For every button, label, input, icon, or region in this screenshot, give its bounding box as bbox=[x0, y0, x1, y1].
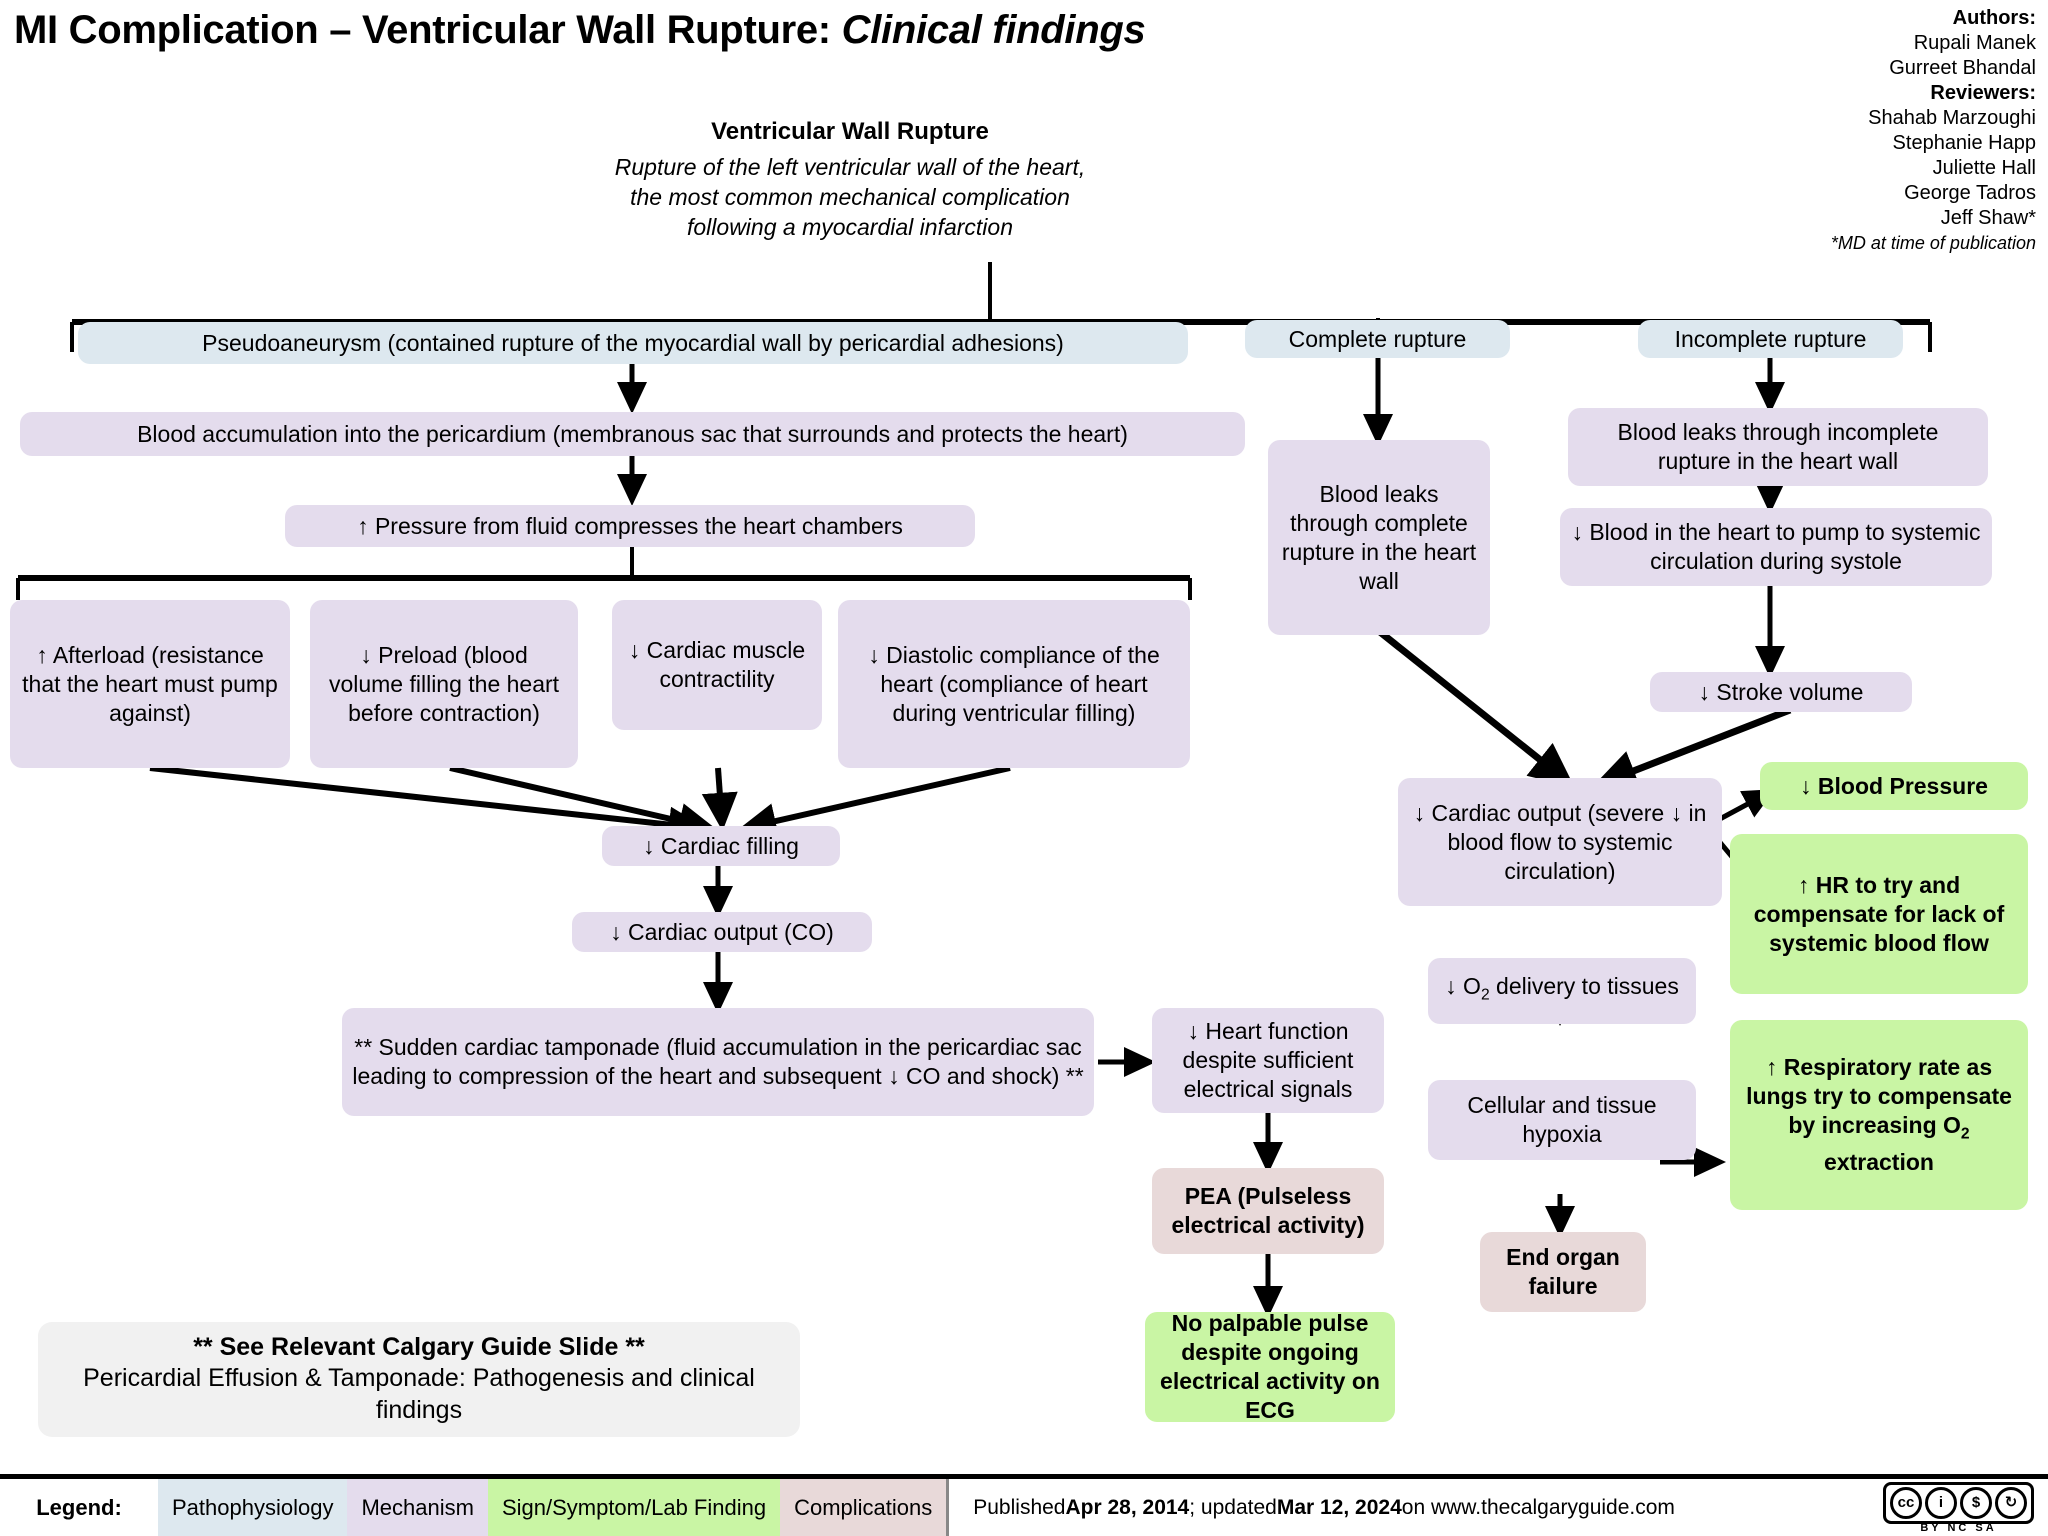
page-title-main: MI Complication – Ventricular Wall Ruptu… bbox=[14, 8, 842, 52]
node-complete-rupture[interactable]: Complete rupture bbox=[1245, 320, 1510, 358]
cc-nc-icon: $ bbox=[1960, 1486, 1992, 1519]
node-label: ↓ Cardiac output (CO) bbox=[610, 918, 834, 945]
node-blood-leaks-complete[interactable]: Blood leaks through complete rupture in … bbox=[1268, 440, 1490, 635]
reviewer-name: George Tadros bbox=[1904, 182, 2036, 204]
node-label: ↓ Diastolic compliance of the heart (com… bbox=[868, 641, 1160, 726]
node-label: End organ failure bbox=[1506, 1244, 1620, 1299]
node-label: Incomplete rupture bbox=[1674, 325, 1867, 352]
node-label: Pseudoaneurysm (contained rupture of the… bbox=[202, 329, 1064, 356]
node-label: ↓ Preload (blood volume filling the hear… bbox=[328, 641, 560, 726]
credits-block: Authors: Rupali Manek Gurreet Bhandal Re… bbox=[1831, 6, 2036, 256]
node-label: Blood accumulation into the pericardium … bbox=[137, 420, 1128, 447]
relevant-slide-body: Pericardial Effusion & Tamponade: Pathog… bbox=[83, 1364, 755, 1424]
reviewer-name: Shahab Marzoughi bbox=[1868, 107, 2036, 129]
authors-label: Authors: bbox=[1952, 7, 2036, 29]
relevant-slide-heading: ** See Relevant Calgary Guide Slide ** bbox=[193, 1333, 645, 1361]
node-end-organ-failure[interactable]: End organ failure bbox=[1480, 1232, 1646, 1312]
author-name: Rupali Manek bbox=[1913, 32, 2036, 54]
node-label: ↑ HR to try and compensate for lack of s… bbox=[1753, 871, 2005, 956]
node-label: ↓ Blood Pressure bbox=[1800, 772, 1988, 799]
node-cardiac-contractility[interactable]: ↓ Cardiac muscle contractility bbox=[612, 600, 822, 730]
node-respiratory-rate[interactable]: ↑ Respiratory rate as lungs try to compe… bbox=[1730, 1020, 2028, 1210]
root-node-description: Rupture of the left ventricular wall of … bbox=[614, 154, 1086, 240]
node-blood-pressure[interactable]: ↓ Blood Pressure bbox=[1760, 762, 2028, 810]
node-label: ↓ Stroke volume bbox=[1698, 678, 1864, 705]
node-blood-leaks-incomplete[interactable]: Blood leaks through incomplete rupture i… bbox=[1568, 408, 1988, 486]
credits-footnote: *MD at time of publication bbox=[1830, 233, 2036, 253]
node-cardiac-output-co[interactable]: ↓ Cardiac output (CO) bbox=[572, 912, 872, 952]
reviewer-name: Stephanie Happ bbox=[1892, 132, 2036, 154]
legend-item-pathophysiology[interactable]: Pathophysiology bbox=[158, 1479, 348, 1536]
node-sudden-cardiac-tamponade[interactable]: ** Sudden cardiac tamponade (fluid accum… bbox=[342, 1008, 1094, 1116]
node-o2-delivery[interactable]: ↓ O2 delivery to tissues bbox=[1428, 958, 1696, 1024]
node-stroke-volume[interactable]: ↓ Stroke volume bbox=[1650, 672, 1912, 712]
node-label: Cellular and tissue hypoxia bbox=[1467, 1092, 1657, 1147]
cc-sa-icon: ↻ bbox=[1995, 1486, 2027, 1519]
updated-date: Mar 12, 2024 bbox=[1276, 1495, 1402, 1519]
published-date: Apr 28, 2014 bbox=[1065, 1495, 1190, 1519]
node-cellular-tissue-hypoxia[interactable]: Cellular and tissue hypoxia bbox=[1428, 1080, 1696, 1160]
node-label: Blood leaks through incomplete rupture i… bbox=[1617, 419, 1939, 474]
node-label: ↓ Cardiac output (severe ↓ in blood flow… bbox=[1413, 799, 1707, 884]
subscript-2: 2 bbox=[1960, 1125, 1970, 1143]
node-label: ↑ Pressure from fluid compresses the hea… bbox=[357, 512, 903, 539]
node-label: ↑ Respiratory rate as lungs try to compe… bbox=[1740, 1053, 2018, 1178]
cc-by-icon: i bbox=[1925, 1486, 1957, 1519]
node-label: PEA (Pulseless electrical activity) bbox=[1171, 1183, 1365, 1238]
node-diastolic-compliance[interactable]: ↓ Diastolic compliance of the heart (com… bbox=[838, 600, 1190, 768]
node-label: ↓ O2 delivery to tissues bbox=[1445, 972, 1679, 1010]
node-label: Complete rupture bbox=[1288, 325, 1467, 352]
node-cardiac-filling[interactable]: ↓ Cardiac filling bbox=[602, 826, 840, 866]
reviewers-label: Reviewers: bbox=[1930, 82, 2036, 104]
legend-item-mechanism[interactable]: Mechanism bbox=[347, 1479, 488, 1536]
author-name: Gurreet Bhandal bbox=[1889, 57, 2036, 79]
node-pseudoaneurysm[interactable]: Pseudoaneurysm (contained rupture of the… bbox=[78, 322, 1188, 364]
node-label: ↓ Cardiac filling bbox=[643, 832, 799, 859]
node-label: ↓ Heart function despite sufficient elec… bbox=[1182, 1018, 1354, 1102]
creative-commons-badge[interactable]: cc i $ ↻ BY NC SA bbox=[1883, 1479, 2048, 1536]
published-prefix: Published bbox=[973, 1495, 1066, 1519]
node-label: ↑ Afterload (resistance that the heart m… bbox=[22, 641, 278, 726]
resp-rate-suffix: extraction bbox=[1824, 1149, 1934, 1176]
legend-item-sign-symptom[interactable]: Sign/Symptom/Lab Finding bbox=[487, 1479, 781, 1536]
reviewer-name: Jeff Shaw* bbox=[1940, 207, 2036, 229]
node-label: Blood leaks through complete rupture in … bbox=[1281, 480, 1477, 594]
node-preload[interactable]: ↓ Preload (blood volume filling the hear… bbox=[310, 600, 578, 768]
node-label: ** Sudden cardiac tamponade (fluid accum… bbox=[352, 1034, 1084, 1089]
publication-info: Published Apr 28, 2014; updated Mar 12, … bbox=[946, 1479, 1883, 1536]
node-label: ↓ Blood in the heart to pump to systemic… bbox=[1571, 519, 1981, 574]
node-pea[interactable]: PEA (Pulseless electrical activity) bbox=[1152, 1168, 1384, 1254]
subscript-2: 2 bbox=[1480, 986, 1490, 1004]
root-node-title: Ventricular Wall Rupture bbox=[711, 118, 989, 145]
node-blood-in-heart[interactable]: ↓ Blood in the heart to pump to systemic… bbox=[1560, 508, 1992, 586]
node-incomplete-rupture[interactable]: Incomplete rupture bbox=[1638, 320, 1903, 358]
node-pressure-from-fluid[interactable]: ↑ Pressure from fluid compresses the hea… bbox=[285, 505, 975, 547]
page-title-italic: Clinical findings bbox=[841, 8, 1146, 52]
node-cardiac-output-severe[interactable]: ↓ Cardiac output (severe ↓ in blood flow… bbox=[1398, 778, 1722, 906]
site-url: on www.thecalgaryguide.com bbox=[1401, 1495, 1675, 1519]
node-hr-compensate[interactable]: ↑ HR to try and compensate for lack of s… bbox=[1730, 834, 2028, 994]
cc-tag: BY NC SA bbox=[1920, 1521, 1997, 1534]
node-label: ↓ Cardiac muscle contractility bbox=[628, 637, 806, 692]
page-title: MI Complication – Ventricular Wall Ruptu… bbox=[14, 8, 1146, 53]
node-heart-function[interactable]: ↓ Heart function despite sufficient elec… bbox=[1152, 1008, 1384, 1113]
legend-label: Legend: bbox=[36, 1494, 122, 1520]
resp-rate-prefix: ↑ Respiratory rate as lungs try to compe… bbox=[1746, 1053, 2012, 1138]
o2-delivery-suffix: delivery to tissues bbox=[1489, 973, 1679, 1000]
node-label: No palpable pulse despite ongoing electr… bbox=[1160, 1310, 1380, 1423]
node-no-palpable-pulse[interactable]: No palpable pulse despite ongoing electr… bbox=[1145, 1310, 1395, 1423]
updated-prefix: ; updated bbox=[1189, 1495, 1277, 1519]
legend-item-complications[interactable]: Complications bbox=[780, 1479, 947, 1536]
reviewer-name: Juliette Hall bbox=[1932, 157, 2036, 179]
node-afterload[interactable]: ↑ Afterload (resistance that the heart m… bbox=[10, 600, 290, 768]
legend-bar: Legend: Pathophysiology Mechanism Sign/S… bbox=[0, 1474, 2048, 1536]
cc-icon: cc bbox=[1890, 1486, 1922, 1519]
o2-delivery-prefix: ↓ O bbox=[1445, 973, 1481, 1000]
relevant-slide-box[interactable]: ** See Relevant Calgary Guide Slide ** P… bbox=[38, 1322, 800, 1437]
node-blood-accumulation[interactable]: Blood accumulation into the pericardium … bbox=[20, 412, 1245, 456]
